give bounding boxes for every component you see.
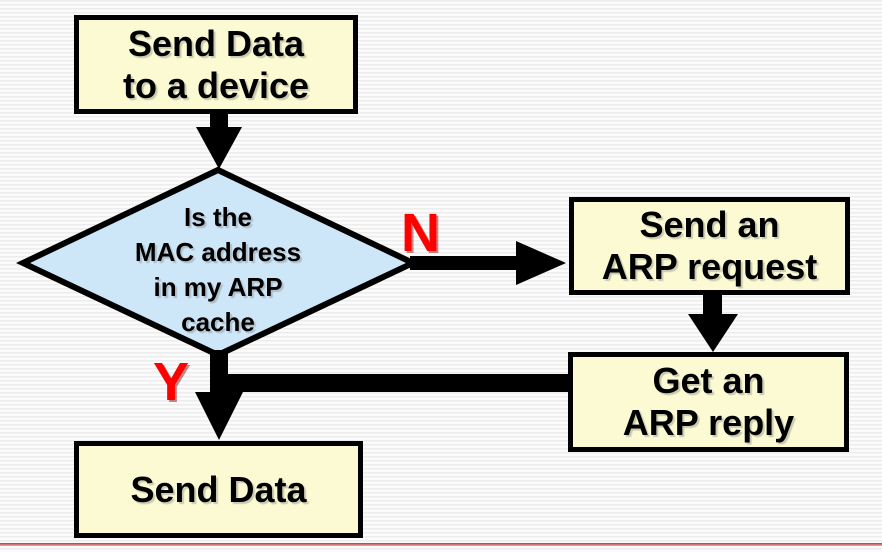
node-send-data: Send Data [74, 441, 363, 538]
node-text-line: Send Data [130, 468, 307, 510]
node-text-line: Send Data [127, 22, 305, 64]
node-decision-label: Is the MAC address in my ARP cache [68, 200, 368, 340]
footer-accent-line [0, 543, 882, 546]
arrow-no-branch [410, 241, 566, 285]
node-text-line: ARP reply [622, 402, 795, 443]
decision-text-line: MAC address [134, 237, 302, 267]
node-send-data-to-device: Send Data to a device [74, 15, 358, 114]
arrow-yes-branch [195, 350, 243, 440]
arrow-request-to-reply [688, 293, 738, 352]
decision-text-line: cache [181, 307, 255, 337]
node-get-arp-reply: Get an ARP reply [568, 352, 849, 452]
node-send-arp-request: Send an ARP request [569, 197, 850, 295]
node-text-line: to a device [122, 64, 310, 106]
arrow-start-to-decision [196, 111, 242, 169]
node-text-line: Send an [639, 204, 780, 245]
line-reply-return [216, 374, 568, 392]
decision-text-line: in my ARP [153, 272, 283, 302]
branch-label-yes: Y [153, 352, 190, 412]
node-text-line: ARP request [601, 246, 818, 287]
decision-text-line: Is the [184, 202, 252, 232]
branch-label-no: N [401, 203, 440, 263]
node-text-line: Get an [652, 360, 765, 401]
